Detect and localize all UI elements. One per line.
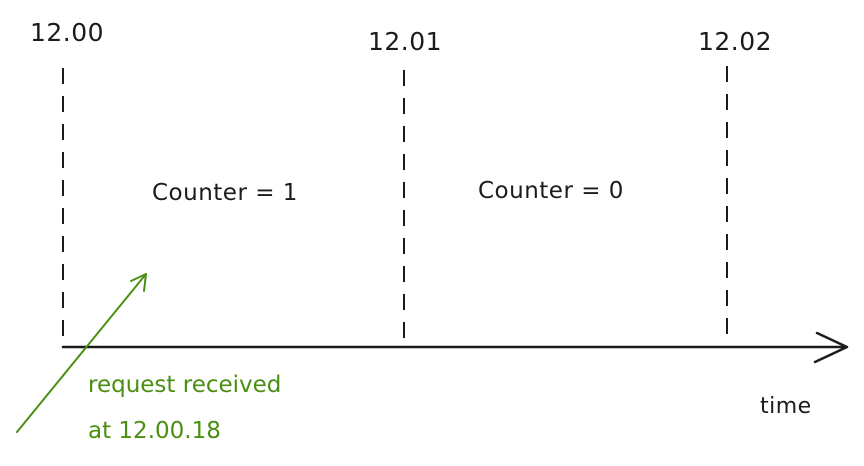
annotation-arrow-shaft bbox=[16, 273, 147, 433]
tick-label-1200: 12.00 bbox=[30, 18, 105, 47]
window-label-first: Counter = 1 bbox=[152, 180, 298, 206]
annotation-text-line1: request received bbox=[88, 372, 282, 398]
time-axis-arrowhead bbox=[813, 331, 849, 364]
window-label-second: Counter = 0 bbox=[478, 178, 624, 204]
time-axis-label: time bbox=[760, 394, 812, 419]
tick-label-1202: 12.02 bbox=[698, 27, 773, 56]
annotation-arrow-head bbox=[130, 273, 147, 292]
annotation-text-line2: at 12.00.18 bbox=[88, 418, 221, 444]
tick-label-1201: 12.01 bbox=[368, 27, 443, 56]
